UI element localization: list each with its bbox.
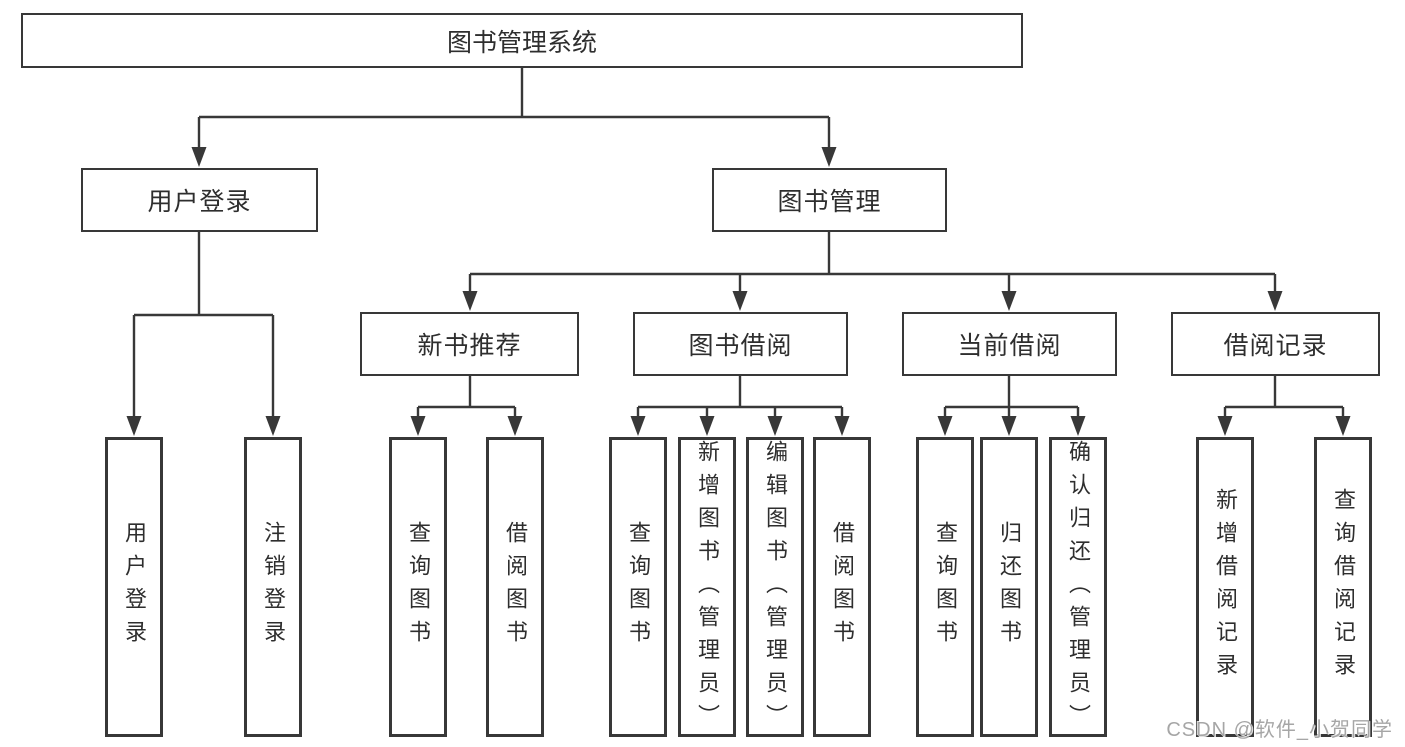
leaf-add-books-admin: 新增图书（管理员） <box>678 437 736 737</box>
node-new-book-recommend: 新书推荐 <box>360 312 579 376</box>
wire-root-to-level2 <box>197 68 831 157</box>
leaf-add-borrow-record: 新增借阅记录 <box>1196 437 1254 737</box>
leaf-borrow-books: 借阅图书 <box>813 437 871 737</box>
arrow-down-icon <box>699 416 715 436</box>
leaf-logout: 注销登录 <box>244 437 302 737</box>
arrow-down-icon <box>1001 416 1017 436</box>
node-root-library-system: 图书管理系统 <box>21 13 1023 68</box>
leaf-query-books-current: 查询图书 <box>916 437 974 737</box>
leaf-confirm-return-admin: 确认归还（管理员） <box>1049 437 1107 737</box>
arrow-down-icon <box>507 416 523 436</box>
node-borrow-records: 借阅记录 <box>1171 312 1380 376</box>
leaf-borrow-books-recommend: 借阅图书 <box>486 437 544 737</box>
wire-recommend-to-leaves <box>416 376 517 427</box>
arrow-down-icon <box>1335 416 1351 436</box>
arrow-down-icon <box>265 416 281 436</box>
leaf-return-books: 归还图书 <box>980 437 1038 737</box>
wire-login-to-leaves <box>132 232 275 427</box>
node-user-login: 用户登录 <box>81 168 318 232</box>
arrow-down-icon <box>937 416 953 436</box>
arrow-down-icon <box>767 416 783 436</box>
leaf-query-borrow-record: 查询借阅记录 <box>1314 437 1372 737</box>
arrow-down-icon <box>1070 416 1086 436</box>
arrow-down-icon <box>834 416 850 436</box>
leaf-query-books-recommend: 查询图书 <box>389 437 447 737</box>
arrowheads <box>126 147 1351 436</box>
arrow-down-icon <box>1001 291 1017 311</box>
wire-records-to-leaves <box>1223 376 1345 427</box>
arrow-down-icon <box>462 291 478 311</box>
node-book-borrow: 图书借阅 <box>633 312 848 376</box>
node-current-borrow: 当前借阅 <box>902 312 1117 376</box>
watermark-csdn: CSDN @软件_小贺同学 <box>1166 719 1393 741</box>
wire-borrow-to-leaves <box>636 376 844 427</box>
arrow-down-icon <box>630 416 646 436</box>
arrow-down-icon <box>191 147 207 167</box>
arrow-down-icon <box>126 416 142 436</box>
node-book-management: 图书管理 <box>712 168 947 232</box>
leaf-query-books-borrow: 查询图书 <box>609 437 667 737</box>
arrow-down-icon <box>1217 416 1233 436</box>
leaf-edit-books-admin: 编辑图书（管理员） <box>746 437 804 737</box>
leaf-user-login: 用户登录 <box>105 437 163 737</box>
arrow-down-icon <box>732 291 748 311</box>
wire-mgmt-to-level3 <box>468 232 1277 302</box>
arrow-down-icon <box>410 416 426 436</box>
arrow-down-icon <box>1267 291 1283 311</box>
arrow-down-icon <box>821 147 837 167</box>
